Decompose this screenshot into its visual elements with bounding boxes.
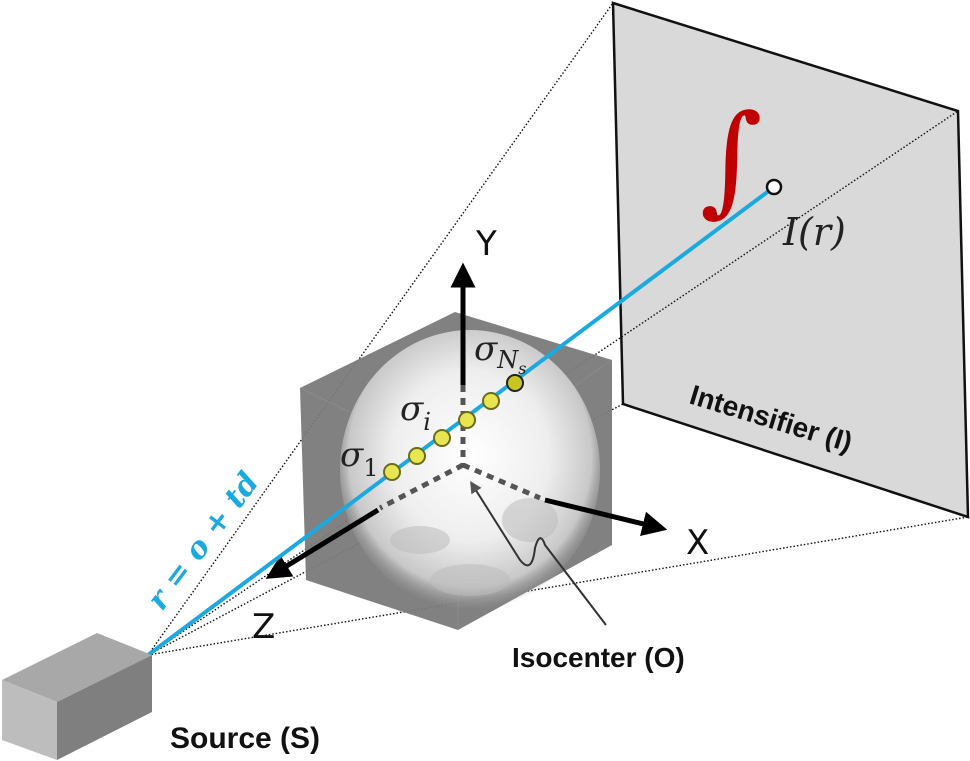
source-label: Source (S) bbox=[170, 722, 320, 755]
source-box bbox=[2, 633, 152, 760]
ray-equation-label: r = o + td bbox=[140, 466, 266, 617]
isocenter-pointer bbox=[470, 480, 607, 626]
sample-point bbox=[383, 463, 401, 481]
integral-symbol: ∫ bbox=[700, 90, 763, 229]
intensifier-panel bbox=[611, 1, 970, 519]
sample-points bbox=[383, 374, 524, 481]
sample-point bbox=[408, 447, 426, 465]
detector-pixel bbox=[765, 178, 783, 196]
sample-point bbox=[433, 429, 451, 447]
sigma-i-label: σi bbox=[400, 389, 431, 436]
isocenter-label: Isocenter (O) bbox=[512, 642, 685, 673]
sigma-ns-label: σNs bbox=[474, 329, 526, 378]
axis-x-arrow bbox=[544, 497, 668, 537]
pixel-intensity-label: I(r) bbox=[782, 210, 846, 254]
axis-z-arrow bbox=[265, 507, 380, 579]
sample-point bbox=[506, 374, 524, 392]
axis-x-label: X bbox=[686, 523, 709, 563]
axis-y-label: Y bbox=[475, 224, 497, 264]
sigma-1-label: σ1 bbox=[340, 435, 379, 482]
axis-z-label: Z bbox=[252, 607, 275, 647]
head-face-shading bbox=[390, 498, 558, 596]
sample-point bbox=[458, 411, 476, 429]
sample-point bbox=[482, 392, 500, 410]
